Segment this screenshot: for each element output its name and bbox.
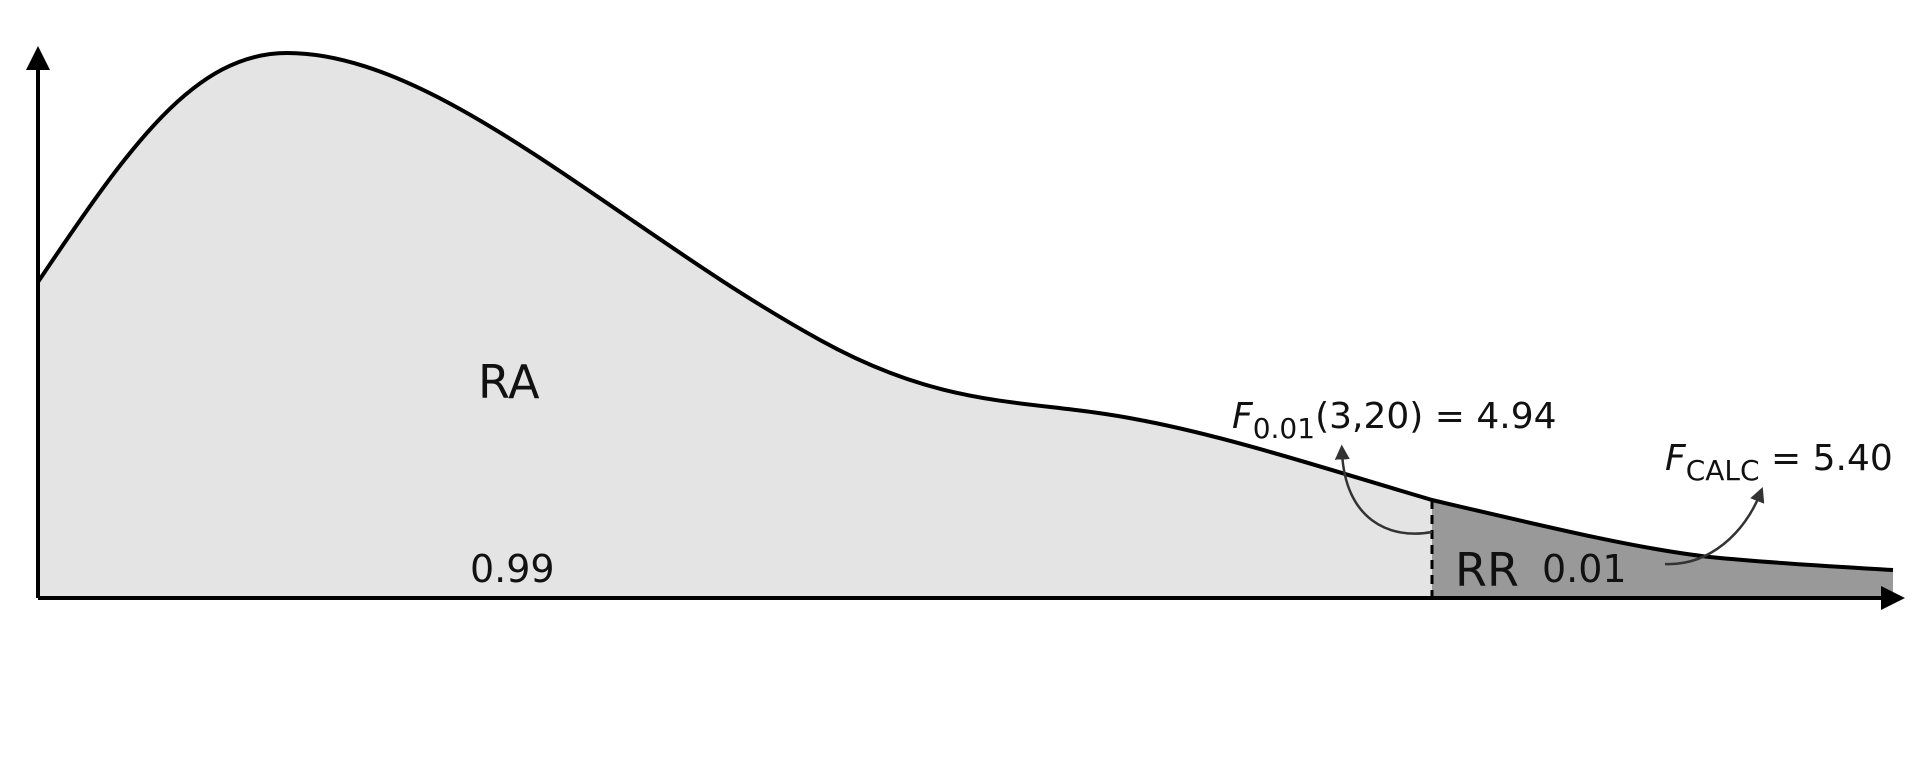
calculated-value-pointer-arrow xyxy=(1664,487,1765,566)
critical-value-args: (3,20) xyxy=(1315,396,1423,437)
acceptance-region xyxy=(38,53,1432,598)
rejection-region-label: RR xyxy=(1455,543,1519,597)
calculated-value-number: 5.40 xyxy=(1813,438,1893,479)
calculated-value-symbol: F xyxy=(1665,438,1687,479)
acceptance-probability: 0.99 xyxy=(470,547,555,591)
critical-value-label: F0.01(3,20) = 4.94 xyxy=(1232,396,1557,445)
density-curve xyxy=(36,50,1894,572)
calculated-value-equals: = xyxy=(1760,438,1813,479)
rejection-region xyxy=(1432,500,1893,598)
calculated-value-subscript: CALC xyxy=(1686,454,1760,487)
calculated-value-label: FCALC = 5.40 xyxy=(1665,438,1893,487)
critical-value-subscript: 0.01 xyxy=(1253,412,1315,445)
critical-value-symbol: F xyxy=(1232,396,1254,437)
acceptance-region-label: RA xyxy=(478,355,540,409)
rejection-probability: 0.01 xyxy=(1542,547,1627,591)
critical-value-pointer-arrow xyxy=(1334,444,1433,535)
critical-value-number: 4.94 xyxy=(1476,396,1556,437)
critical-value-equals: = xyxy=(1423,396,1476,437)
